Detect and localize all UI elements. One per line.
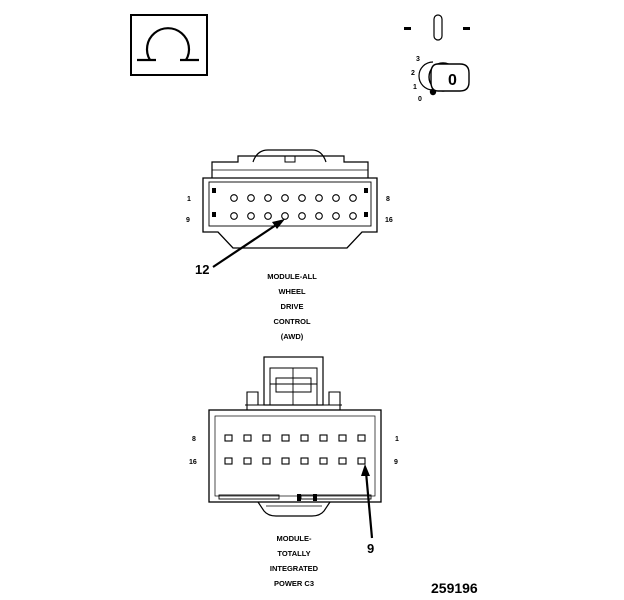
awd-label-line-1: MODULE-ALL	[267, 272, 317, 281]
callout-awd-pin: 12	[195, 219, 285, 277]
tipm-pin-cavity	[281, 434, 290, 442]
tipm-pin-cavity	[281, 457, 290, 465]
key-position-0: 0	[418, 96, 422, 103]
tipm-pin-label-top-left: 8	[192, 436, 196, 443]
awd-pin-cavities	[230, 194, 357, 220]
tipm-pin-cavity	[243, 457, 252, 465]
key-position-1: 1	[413, 84, 417, 91]
connector-tipm-c3: 8 16 1 9	[189, 356, 399, 517]
awd-label-line-3: DRIVE	[281, 302, 304, 311]
tipm-label-line-1: MODULE-	[277, 534, 312, 543]
awd-pin-cavity	[349, 212, 357, 220]
key-position-3: 3	[416, 56, 420, 63]
awd-pin-cavity	[230, 212, 238, 220]
tipm-pin-cavity	[300, 457, 309, 465]
awd-pin-cavity	[298, 194, 306, 202]
awd-pin-cavity	[281, 212, 289, 220]
awd-pin-cavity	[281, 194, 289, 202]
tipm-pin-cavity	[319, 457, 328, 465]
awd-pin-cavity	[264, 212, 272, 220]
ohmmeter-symbol-icon	[130, 14, 208, 76]
tipm-label-line-2: TOTALLY	[277, 549, 310, 558]
tipm-pin-cavities	[224, 434, 366, 465]
tipm-pin-cavity	[357, 457, 366, 465]
tipm-pin-label-bottom-right: 9	[394, 459, 398, 466]
awd-label-line-4: CONTROL	[273, 317, 310, 326]
awd-pin-cavity	[315, 194, 323, 202]
tipm-pin-cavity	[224, 434, 233, 442]
awd-pin-cavity	[349, 194, 357, 202]
awd-pin-cavity	[247, 194, 255, 202]
awd-pin-cavity	[332, 212, 340, 220]
awd-pin-label-top-right: 8	[386, 196, 390, 203]
tipm-pin-cavity	[357, 434, 366, 442]
callout-tipm-pin-number: 9	[367, 541, 374, 556]
figure-number: 259196	[431, 580, 478, 596]
connector-awd-module: 1 9 8 16	[186, 149, 393, 249]
ignition-key-icon: 3 2 1 0 0	[404, 14, 470, 103]
key-face-label: 0	[448, 72, 457, 89]
awd-label-line-2: WHEEL	[278, 287, 306, 296]
awd-pin-label-bottom-left: 9	[186, 217, 190, 224]
awd-pin-cavity	[332, 194, 340, 202]
tipm-pin-label-bottom-left: 16	[189, 459, 197, 466]
tipm-label-line-3: INTEGRATED	[270, 564, 319, 573]
callout-awd-pin-number: 12	[195, 262, 209, 277]
awd-pin-label-top-left: 1	[187, 196, 191, 203]
awd-pin-label-bottom-right: 16	[385, 217, 393, 224]
tipm-pin-cavity	[262, 457, 271, 465]
key-position-2: 2	[411, 70, 415, 77]
tipm-pin-cavity	[319, 434, 328, 442]
tipm-pin-cavity	[262, 434, 271, 442]
tipm-label-line-4: POWER C3	[274, 579, 314, 588]
awd-pin-cavity	[247, 212, 255, 220]
tipm-pin-cavity	[338, 434, 347, 442]
tipm-pin-cavity	[224, 457, 233, 465]
tipm-pin-cavity	[300, 434, 309, 442]
tipm-pin-cavity	[338, 457, 347, 465]
awd-label-line-5: (AWD)	[281, 332, 304, 341]
tipm-pin-cavity	[243, 434, 252, 442]
awd-pin-cavity	[298, 212, 306, 220]
awd-pin-cavity	[315, 212, 323, 220]
tipm-pin-label-top-right: 1	[395, 436, 399, 443]
callout-tipm-pin: 9	[361, 464, 374, 556]
tipm-module-label: MODULE- TOTALLY INTEGRATED POWER C3	[270, 534, 319, 588]
awd-module-label: MODULE-ALL WHEEL DRIVE CONTROL (AWD)	[267, 272, 317, 341]
awd-pin-cavity	[230, 194, 238, 202]
awd-pin-cavity	[264, 194, 272, 202]
